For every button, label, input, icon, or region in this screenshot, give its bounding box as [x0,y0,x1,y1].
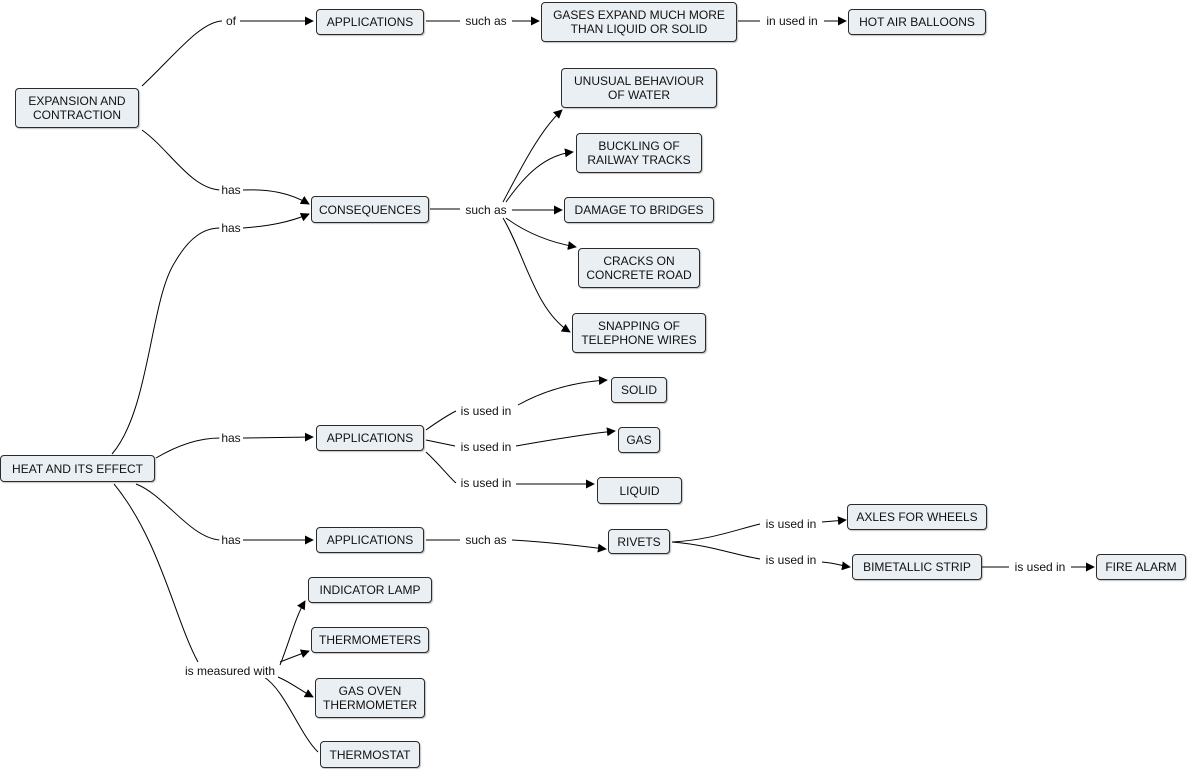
link-is-used-in-solid: is used in [458,404,514,418]
concept-expansion-and-contraction[interactable]: EXPANSION AND CONTRACTION [15,88,139,128]
concept-fire-alarm[interactable]: FIRE ALARM [1096,554,1186,580]
link-is-used-in-liquid: is used in [458,476,514,490]
link-has-heat-cons: has [219,221,243,235]
edge-apps-mid-used-solid [425,410,457,431]
link-of: of [223,14,239,28]
link-has-exp-cons: has [219,183,243,197]
edge-suchas-water [502,109,563,203]
concept-applications-low[interactable]: APPLICATIONS [316,527,424,553]
link-has-apps-low: has [219,533,243,547]
link-is-used-in-gas: is used in [458,440,514,454]
edge-used-solid [517,376,608,406]
concept-thermostat[interactable]: THERMOSTAT [320,741,420,768]
edge-heat-has-low [135,483,221,541]
concept-heat-and-its-effect[interactable]: HEAT AND ITS EFFECT [0,455,155,482]
link-is-used-in-alarm: is used in [1012,560,1068,574]
concept-applications-top[interactable]: APPLICATIONS [316,9,424,35]
edge-suchas-cracks [505,217,577,251]
link-is-used-in-axles: is used in [763,517,819,531]
edge-heat-measured [113,483,199,663]
concept-hot-air-balloons[interactable]: HOT AIR BALLOONS [848,9,986,35]
concept-indicator-lamp[interactable]: INDICATOR LAMP [308,577,432,603]
edge-used-gas [515,427,616,447]
edge-measured-thermostat [263,676,319,753]
concept-liquid[interactable]: LIQUID [597,477,682,504]
concept-axles-for-wheels[interactable]: AXLES FOR WHEELS [847,504,987,530]
edge-heat-has-mid [155,437,221,459]
edge-has-consequences-1 [242,189,310,205]
edge-expansion-has [141,129,221,191]
concept-rivets[interactable]: RIVETS [608,529,670,554]
edge-suchas-wires [502,217,571,333]
edge-expansion-of [141,20,223,87]
edge-rivets-used-axles [671,523,761,543]
edge-has-apps-mid [242,432,314,442]
concept-snapping-of-telephone-wires[interactable]: SNAPPING OF TELEPHONE WIRES [572,313,706,353]
link-such-as-top: such as [463,14,509,28]
edge-suchas-rivets [511,539,607,553]
edge-apps-mid-used-gas [425,439,456,447]
edge-rivets-used-bimetal [671,541,761,560]
edge-heat-has-cons [111,227,221,455]
concept-bimetallic-strip[interactable]: BIMETALLIC STRIP [852,554,982,580]
concept-solid[interactable]: SOLID [611,377,667,403]
edge-has-consequences-2 [242,212,310,229]
concept-buckling-of-railway-tracks[interactable]: BUCKLING OF RAILWAY TRACKS [576,133,702,173]
edge-measured-gasoven [277,676,314,698]
concept-unusual-behaviour-of-water[interactable]: UNUSUAL BEHAVIOUR OF WATER [561,68,717,108]
edge-measured-lamp [279,600,306,666]
concept-applications-mid[interactable]: APPLICATIONS [316,425,424,451]
link-in-used-in: in used in [764,14,820,28]
link-such-as-rivets: such as [463,533,509,547]
link-is-measured-with: is measured with [182,664,278,678]
concept-consequences[interactable]: CONSEQUENCES [311,196,429,223]
link-has-apps-mid: has [219,431,243,445]
concept-damage-to-bridges[interactable]: DAMAGE TO BRIDGES [564,197,714,223]
link-is-used-in-bimetal: is used in [763,553,819,567]
edge-used-bimetal [821,561,851,571]
link-such-as-cons: such as [463,203,509,217]
edge-apps-mid-used-liquid [425,451,457,484]
concept-cracks-on-concrete-road[interactable]: CRACKS ON CONCRETE ROAD [578,248,700,288]
concept-thermometers[interactable]: THERMOMETERS [311,627,429,653]
concept-gas[interactable]: GAS [618,427,660,453]
edge-measured-thermometers [279,649,310,663]
concept-gas-oven-thermometer[interactable]: GAS OVEN THERMOMETER [315,678,425,718]
edge-used-axles [821,516,847,526]
concept-gases-expand[interactable]: GASES EXPAND MUCH MORE THAN LIQUID OR SO… [541,2,737,42]
edge-suchas-railway [505,148,574,203]
